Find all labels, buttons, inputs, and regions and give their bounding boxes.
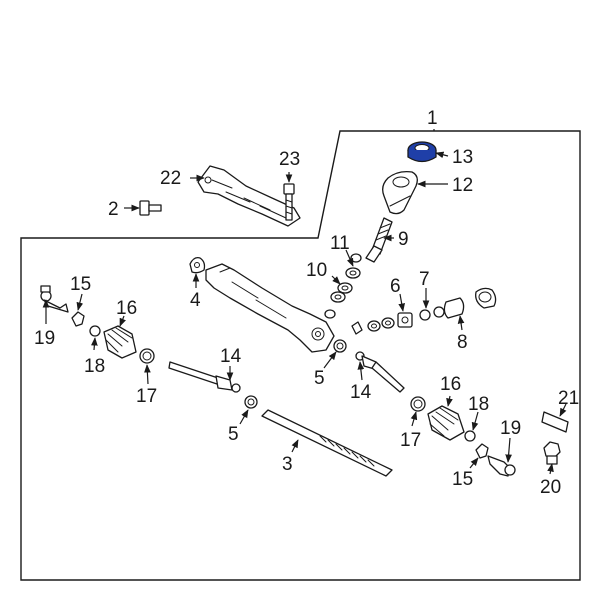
callout-18-right: 18 — [468, 394, 489, 415]
part-22-heat-shield[interactable] — [197, 165, 301, 227]
part-8-adjuster-plug[interactable] — [433, 287, 497, 319]
part-23-bolt[interactable] — [283, 183, 295, 221]
callout-8: 8 — [457, 332, 468, 353]
rack-housing[interactable] — [205, 263, 336, 353]
part-4-clip[interactable] — [189, 256, 206, 274]
part-11-washer[interactable] — [345, 253, 362, 279]
part-5-ring-lower[interactable] — [244, 395, 258, 409]
callout-14-left: 14 — [220, 346, 242, 367]
part-21-pin[interactable] — [541, 411, 569, 433]
part-18-clamp-right[interactable] — [464, 430, 476, 442]
part-6-yoke[interactable] — [397, 312, 413, 328]
callout-22: 22 — [160, 168, 181, 189]
callout-13: 13 — [452, 147, 473, 168]
part-18-clamp-left[interactable] — [89, 325, 101, 337]
part-16-boot-left[interactable] — [103, 325, 137, 359]
part-15-nut-right[interactable] — [475, 443, 489, 459]
part-10-washers[interactable] — [330, 282, 353, 303]
callout-9: 9 — [398, 229, 409, 250]
callout-21: 21 — [558, 388, 579, 409]
callout-18-left: 18 — [84, 356, 105, 377]
callout-16-right: 16 — [440, 374, 461, 395]
callout-6: 6 — [390, 276, 401, 297]
callout-17-left: 17 — [136, 386, 157, 407]
part-19-tie-rod-end-right[interactable] — [487, 455, 516, 477]
part-9-pinion-shaft[interactable] — [365, 217, 393, 263]
callout-11: 11 — [330, 233, 350, 254]
callout-3: 3 — [282, 454, 293, 475]
part-3-rack[interactable] — [261, 409, 393, 477]
callout-5-upper: 5 — [314, 368, 325, 389]
callout-5-lower: 5 — [228, 424, 239, 445]
part-15-nut-left[interactable] — [71, 311, 85, 327]
part-7-spring[interactable] — [419, 309, 431, 321]
part-17-clamp-ring-left[interactable] — [139, 348, 155, 364]
callout-20: 20 — [540, 477, 561, 498]
callout-7: 7 — [419, 269, 430, 290]
callout-19-right: 19 — [500, 418, 521, 439]
callout-14-right: 14 — [350, 382, 372, 403]
callout-10: 10 — [306, 260, 327, 281]
adjuster-rings[interactable] — [351, 317, 395, 335]
callout-1: 1 — [427, 108, 438, 129]
callout-16-left: 16 — [116, 298, 137, 319]
part-2-bolt[interactable] — [139, 200, 162, 216]
callout-15-left: 15 — [70, 274, 91, 295]
callout-12: 12 — [452, 175, 473, 196]
part-16-boot-right[interactable] — [427, 405, 465, 441]
part-20-nut[interactable] — [543, 441, 561, 465]
callout-4: 4 — [190, 290, 201, 311]
callout-15-right: 15 — [452, 469, 473, 490]
callout-2: 2 — [108, 199, 119, 220]
part-5-ring-upper[interactable] — [333, 339, 347, 353]
callout-23: 23 — [279, 149, 300, 170]
callout-17-right: 17 — [400, 430, 421, 451]
callout-19-left: 19 — [34, 328, 55, 349]
part-13-seal[interactable] — [407, 141, 437, 163]
part-12-pinion-housing[interactable] — [382, 170, 418, 215]
assembly-frame — [20, 130, 581, 581]
part-19-tie-rod-end-left[interactable] — [40, 285, 69, 313]
part-17-clamp-ring-right[interactable] — [410, 396, 426, 412]
callouts: 1 2 3 4 5 5 6 7 8 9 10 11 12 13 14 14 15… — [34, 108, 579, 498]
leader-lines — [42, 151, 567, 475]
part-14-inner-tie-rod-right[interactable] — [355, 351, 405, 393]
